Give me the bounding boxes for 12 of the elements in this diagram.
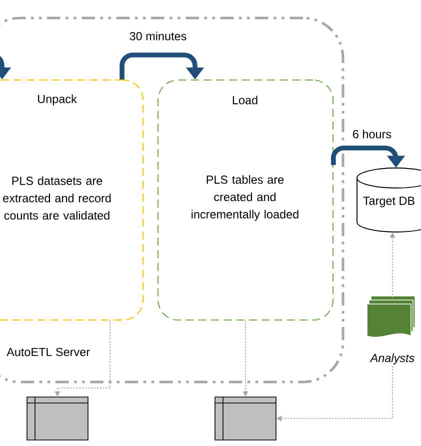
table-icon: [26, 396, 88, 440]
stage-title: Unpack: [38, 94, 77, 106]
node-label: AutoETL Server: [6, 348, 90, 356]
node-label: Target DB: [363, 196, 414, 208]
table-icon: [214, 396, 276, 440]
node-label: Analysts: [370, 354, 414, 364]
stage-description: PLS tables are created and incrementally loaded: [192, 175, 298, 221]
edge-label: 30 minutes: [128, 30, 188, 42]
stage-description: PLS datasets are extracted and record counts are validated: [3, 176, 111, 220]
stage-title: Load: [232, 96, 258, 104]
database-cylinder: [356, 168, 421, 232]
edge-label: 6 hours: [351, 128, 393, 140]
